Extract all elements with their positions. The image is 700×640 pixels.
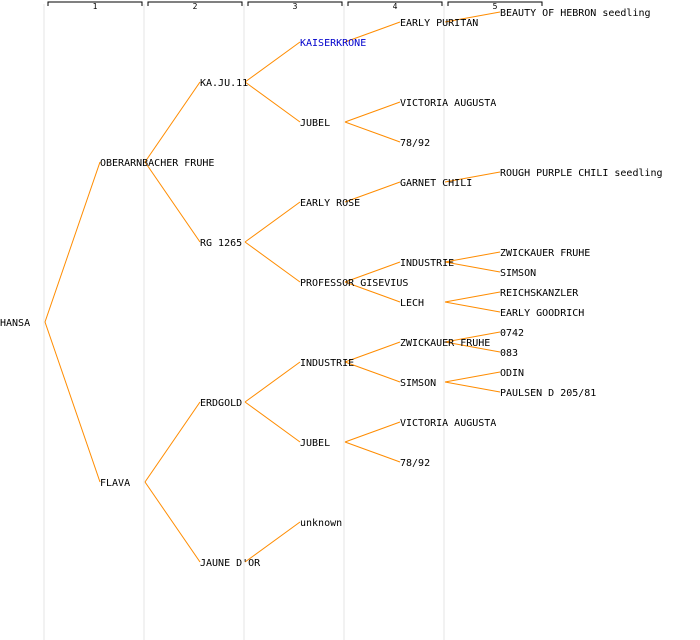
edge-ka-ju-11-to-jubel [244,81,301,123]
node-rg-1265: RG 1265 [200,238,242,249]
node-victoria-augusta: VICTORIA AUGUSTA [400,418,496,429]
node-paulsen-d-205-81: PAULSEN D 205/81 [500,388,596,399]
edge-jubel-to-78-92 [344,441,401,463]
edge-flava-to-jaune-d-or [144,481,201,563]
generation-number-2: 2 [193,2,198,11]
node-flava: FLAVA [100,478,130,489]
node-victoria-augusta: VICTORIA AUGUSTA [400,98,496,109]
node-reichskanzler: REICHSKANZLER [500,288,579,299]
generation-bracket-2 [147,1,243,6]
node-professor-gisevius: PROFESSOR GISEVIUS [300,278,408,289]
node-unknown: unknown [300,518,342,529]
node-jubel: JUBEL [300,438,330,449]
edge-simson-to-odin [444,371,501,383]
generation-number-4: 4 [393,2,398,11]
edge-rg-1265-to-professor-gisevius [244,241,301,283]
edge-hansa-to-oberarnbacher-fruhe [44,161,101,323]
node-erdgold: ERDGOLD [200,398,242,409]
column-separators [43,4,445,640]
edge-industrie-to-simson [344,361,401,383]
node-78-92: 78/92 [400,138,430,149]
node-0742: 0742 [500,328,524,339]
edge-industrie-to-simson [444,261,501,273]
node-odin: ODIN [500,368,524,379]
node-78-92: 78/92 [400,458,430,469]
edge-rg-1265-to-early-rose [244,201,301,243]
edge-erdgold-to-industrie [244,361,301,403]
generation-number-5: 5 [493,2,498,11]
node-simson: SIMSON [400,378,436,389]
edge-ka-ju-11-to-kaiserkrone [244,41,301,83]
node-lech: LECH [400,298,424,309]
edge-jaune-d-or-to-unknown [244,521,301,563]
edge-erdgold-to-jubel [244,401,301,443]
node-jubel: JUBEL [300,118,330,129]
edge-flava-to-erdgold [144,401,201,483]
generation-number-3: 3 [293,2,298,11]
node-garnet-chili: GARNET CHILI [400,178,472,189]
edge-oberarnbacher-fruhe-to-rg-1265 [144,161,201,243]
node-kaiserkrone[interactable]: KAISERKRONE [300,38,366,49]
edge-oberarnbacher-fruhe-to-ka-ju-11 [144,81,201,163]
edge-jubel-to-victoria-augusta [344,421,401,443]
generation-bracket-3 [247,1,343,6]
edge-early-rose-to-garnet-chili [344,181,401,203]
edge-lech-to-early-goodrich [444,301,501,313]
edge-zwickauer-fruhe-to-083 [444,341,501,353]
edge-simson-to-paulsen-d-205-81 [444,381,501,393]
node-jaune-d-or: JAUNE D'OR [200,558,261,569]
edge-zwickauer-fruhe-to-0742 [444,331,501,343]
node-zwickauer-fruhe: ZWICKAUER FRUHE [400,338,490,349]
node-industrie: INDUSTRIE [400,258,454,269]
node-ka-ju-11: KA.JU.11 [200,78,248,89]
node-industrie: INDUSTRIE [300,358,354,369]
node-zwickauer-fruhe: ZWICKAUER FRUHE [500,248,590,259]
edge-jubel-to-victoria-augusta [344,101,401,123]
node-early-puritan: EARLY PURITAN [400,18,478,29]
node-simson: SIMSON [500,268,536,279]
node-oberarnbacher-fruhe: OBERARNBACHER FRUHE [100,158,214,169]
node-rough-purple-chili-seedling: ROUGH PURPLE CHILI seedling [500,168,663,179]
generation-header: 1 2 3 4 5 [47,1,543,11]
node-early-rose: EARLY ROSE [300,198,360,209]
node-hansa: HANSA [0,318,30,329]
edge-hansa-to-flava [44,321,101,483]
edge-professor-gisevius-to-lech [344,281,401,303]
generation-bracket-4 [347,1,443,6]
generation-bracket-5 [447,1,543,6]
edge-professor-gisevius-to-industrie [344,261,401,283]
edge-industrie-to-zwickauer-fruhe [444,251,501,263]
edge-industrie-to-zwickauer-fruhe [344,341,401,363]
edge-garnet-chili-to-rough-purple-chili-seedling [444,171,501,183]
node-beauty-of-hebron-seedling: BEAUTY OF HEBRON seedling [500,8,651,19]
edge-kaiserkrone-to-early-puritan [344,21,401,43]
pedigree-labels: HANSA OBERARNBACHER FRUHE KA.JU.11 KAISERKR… [0,8,663,569]
edge-jubel-to-78-92 [344,121,401,143]
node-early-goodrich: EARLY GOODRICH [500,308,584,319]
node-083: 083 [500,348,518,359]
edge-early-puritan-to-beauty-of-hebron-seedling [444,11,501,23]
generation-number-1: 1 [93,2,98,11]
edge-lech-to-reichskanzler [444,291,501,303]
pedigree-edges [44,11,501,563]
generation-bracket-1 [47,1,143,6]
